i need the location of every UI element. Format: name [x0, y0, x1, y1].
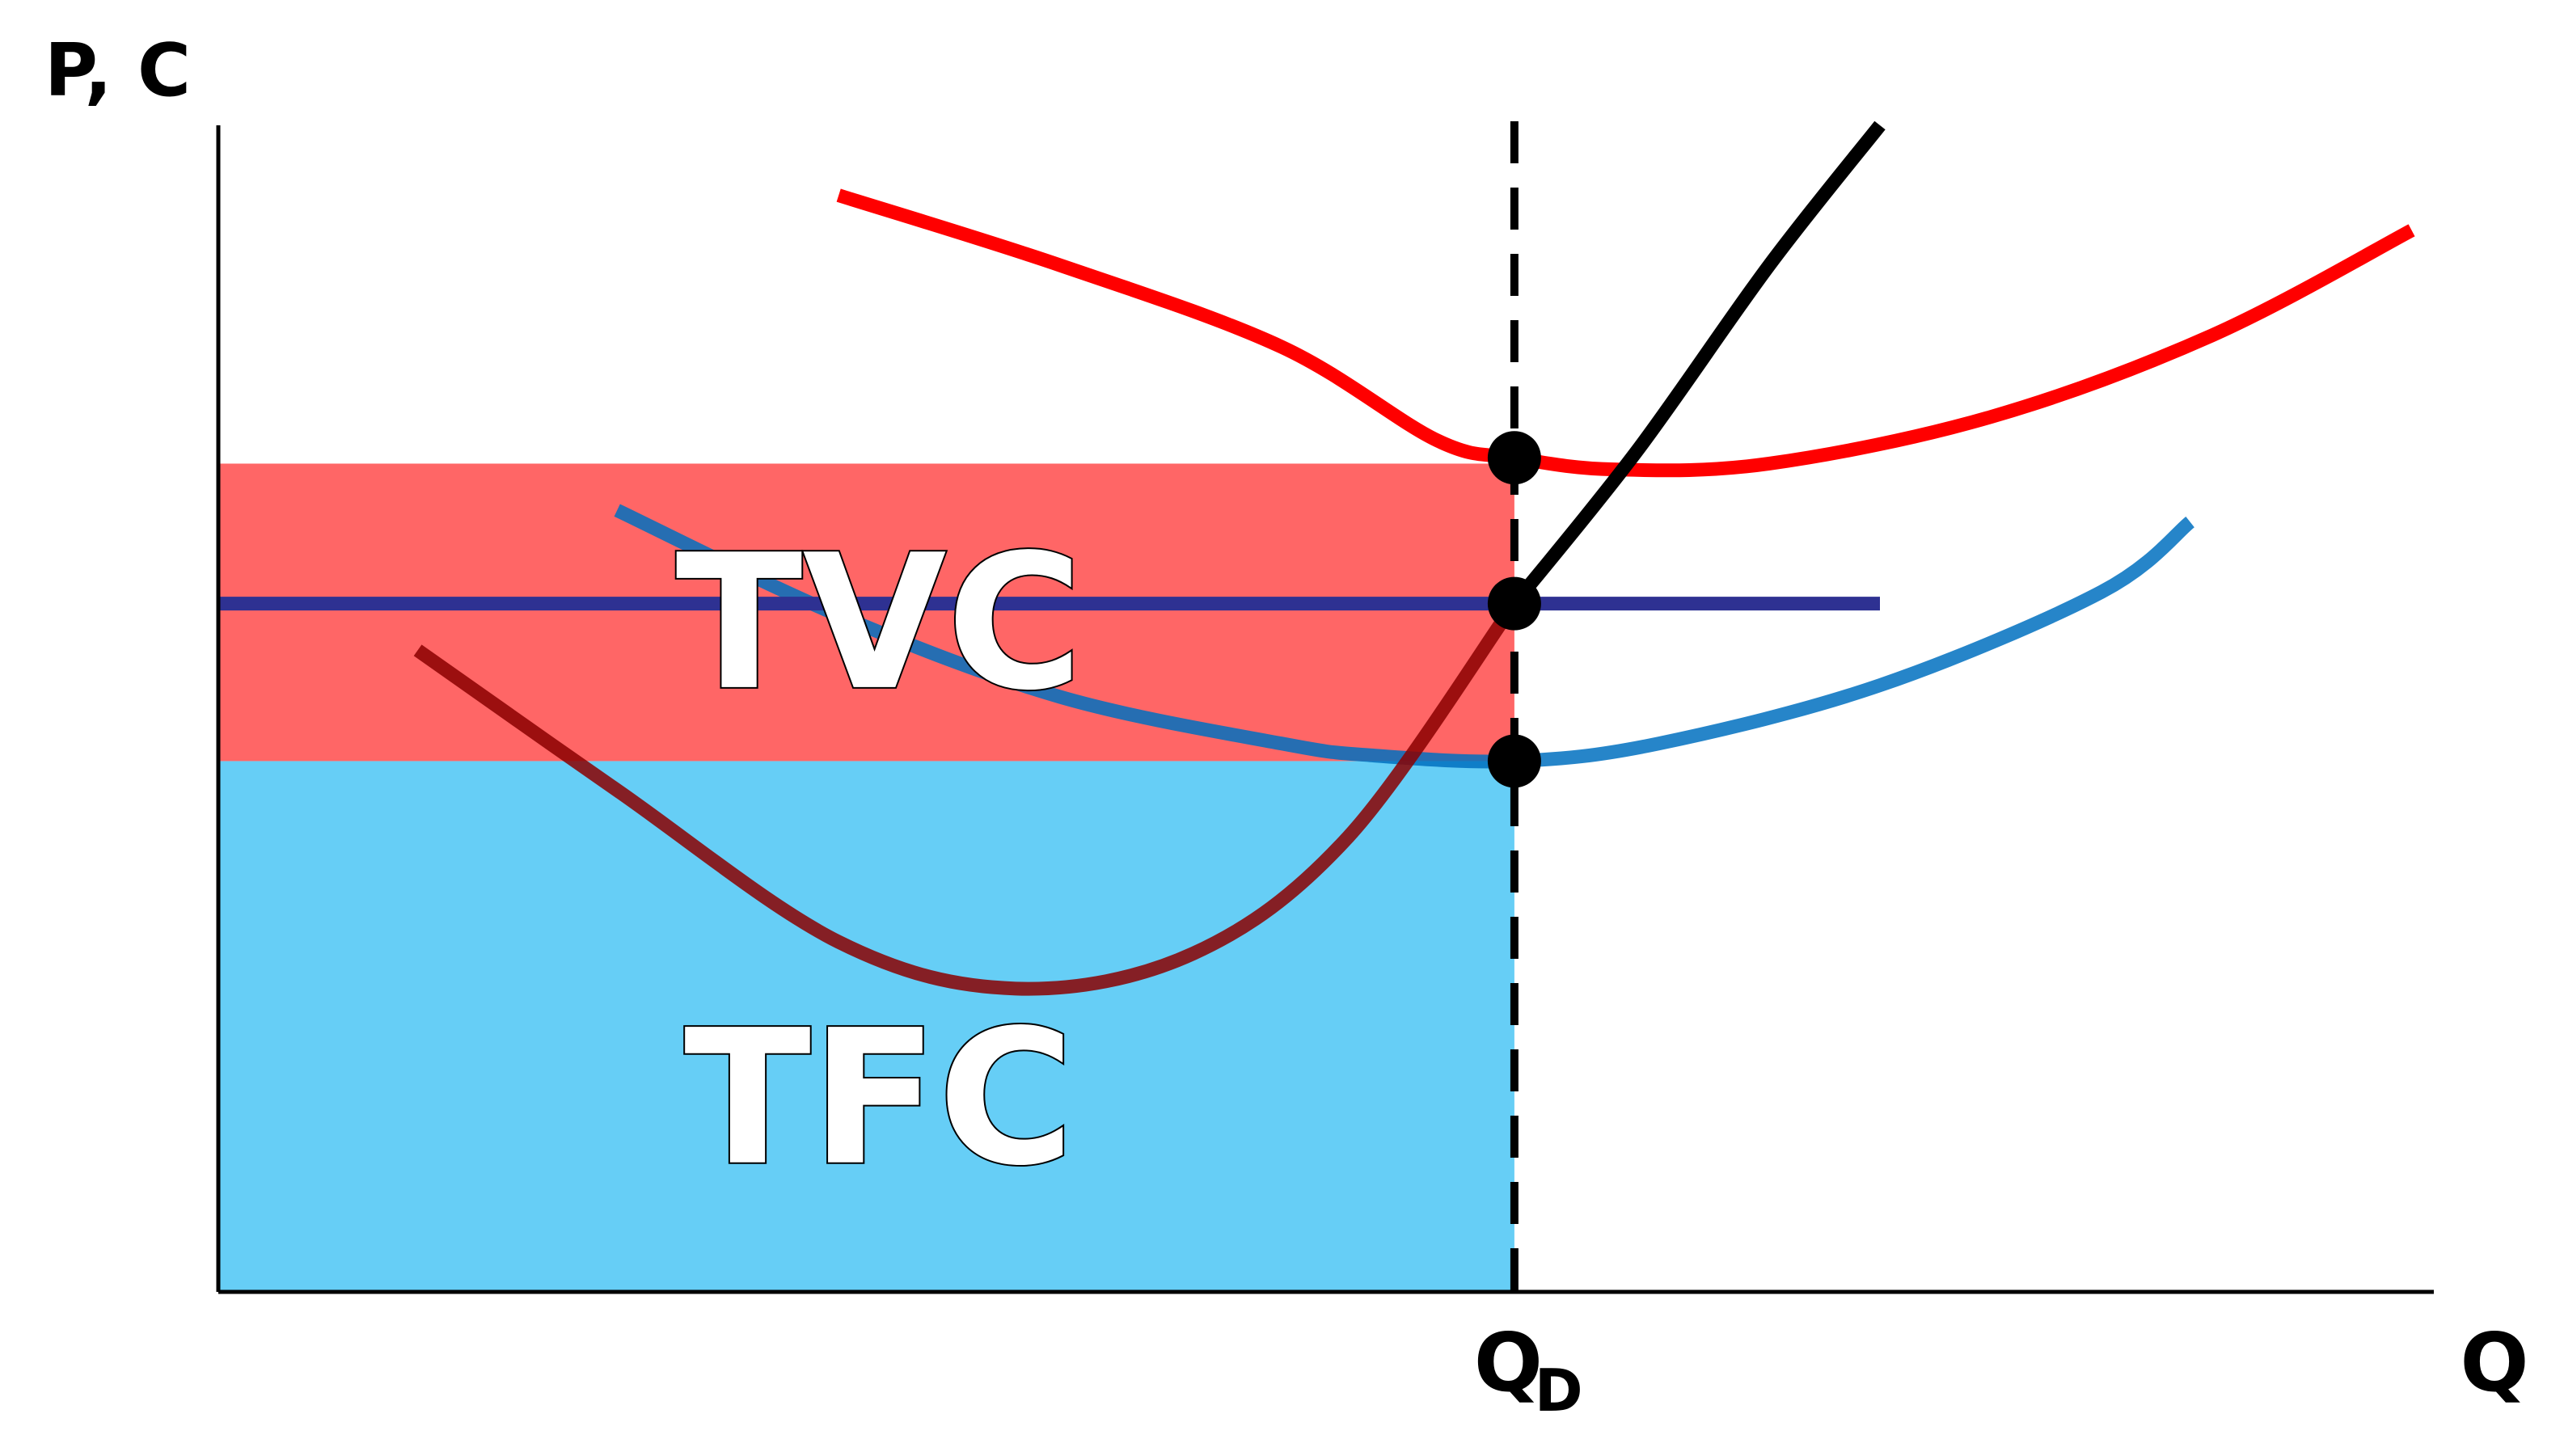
intersection-point-3: [1487, 734, 1541, 788]
x-tick-subscript-1: D: [1535, 1357, 1583, 1424]
area-label-tfc: TFC: [684, 991, 1075, 1207]
axes: [216, 125, 2434, 1294]
curve-series-4: [1509, 120, 1886, 608]
area-label-tvc: TVC: [676, 516, 1083, 732]
shaded-areas: [218, 463, 1514, 1292]
shaded-area-tfc: [218, 761, 1514, 1292]
curve-series-2: [614, 504, 2195, 769]
x-tick-label-1: Q: [1474, 1315, 1543, 1410]
y-axis-label: P, C: [44, 28, 191, 113]
x-axis-label: Q: [2460, 1315, 2528, 1410]
intersection-point-2: [1487, 576, 1541, 631]
cost-curves: [218, 120, 2415, 996]
intersection-point-1: [1487, 431, 1541, 485]
shaded-area-tvc: [218, 463, 1514, 762]
intersection-points: [1487, 431, 1541, 788]
curve-series-3: [413, 599, 1520, 996]
curve-series-1: [836, 188, 2415, 478]
